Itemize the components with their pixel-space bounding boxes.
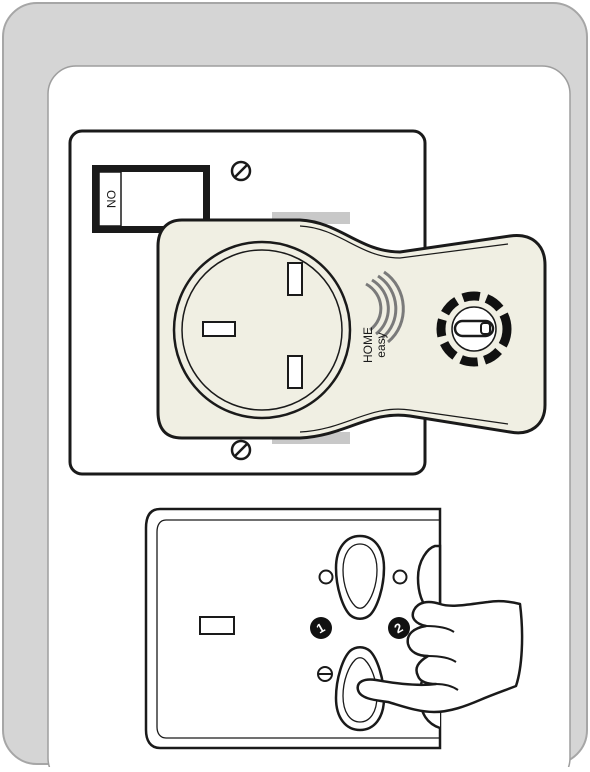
channel-2-badge: 2 — [388, 617, 410, 639]
brand-name-line2: easy — [374, 332, 388, 357]
channel-1-badge: 1 — [310, 617, 332, 639]
learn-button[interactable] — [451, 306, 497, 352]
neutral-pin-slot — [287, 355, 303, 389]
screw-icon — [230, 160, 252, 182]
switch-on-label: ON — [104, 190, 118, 208]
live-pin-slot — [202, 321, 236, 337]
screw-icon — [230, 439, 252, 461]
on-indicator-icon — [318, 569, 334, 585]
earth-pin-slot — [287, 262, 303, 296]
off-indicator-icon — [317, 666, 333, 682]
led-ring-icon — [436, 291, 512, 367]
channel-1-on-button[interactable] — [334, 534, 386, 620]
brand-name-line1: HOME — [361, 327, 375, 363]
remote-indicator-slot — [199, 616, 235, 635]
brand-logo: HOME easy — [361, 270, 405, 363]
adapter-socket-face — [172, 240, 352, 420]
on-indicator-icon — [392, 569, 408, 585]
hand-pointer-icon — [356, 599, 524, 714]
